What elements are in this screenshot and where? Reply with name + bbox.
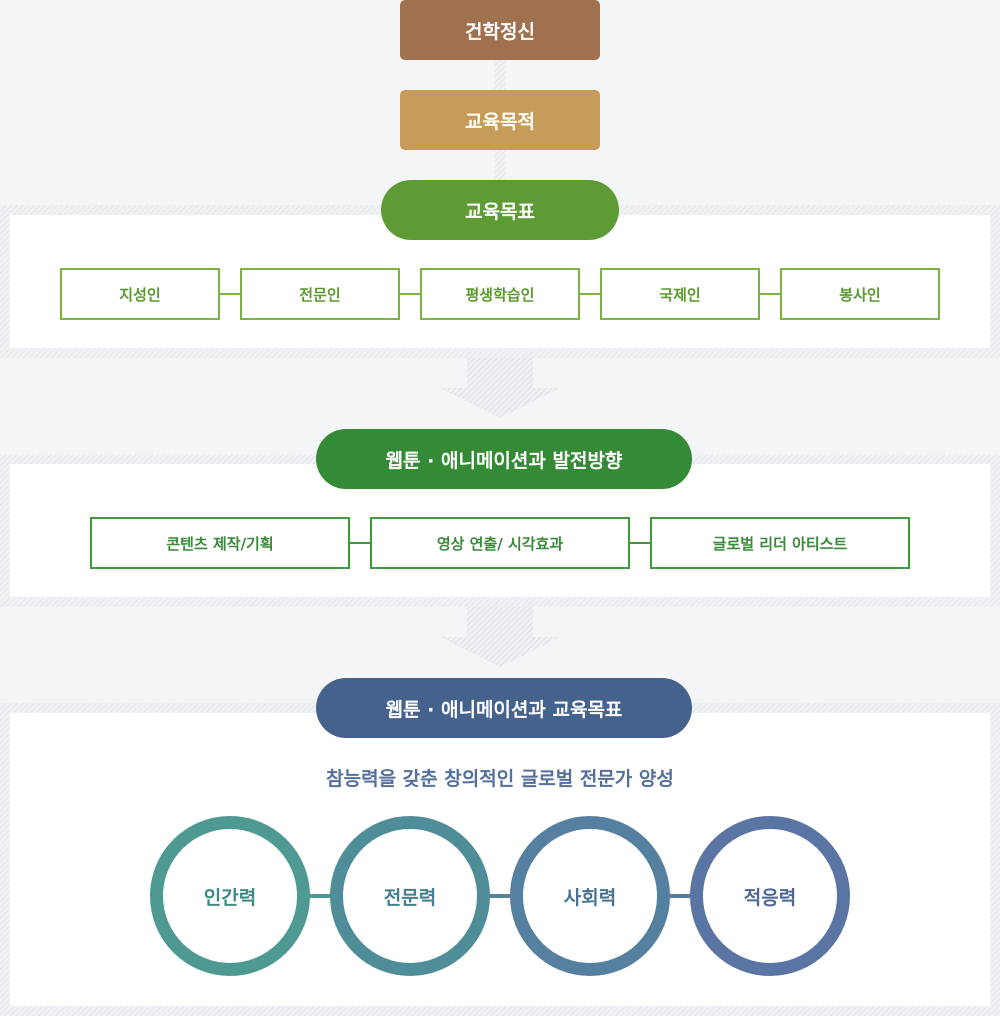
- competency-circle: 적응력: [690, 816, 850, 976]
- down-arrow-icon: [440, 358, 560, 418]
- goal-item: 봉사인: [780, 268, 940, 320]
- competency-label: 전문력: [383, 886, 437, 909]
- connector: [758, 293, 782, 295]
- competency-circle: 전문력: [330, 816, 490, 976]
- direction-item: 영상 연출/ 시각효과: [370, 517, 630, 569]
- connector-line: [494, 60, 506, 90]
- competency-circle: 사회력: [510, 816, 670, 976]
- down-arrow-icon: [440, 607, 560, 667]
- connector: [628, 542, 652, 544]
- connector: [665, 894, 695, 898]
- goal-item: 평생학습인: [420, 268, 580, 320]
- section3-title: 웹툰 · 애니메이션과 교육목표: [316, 678, 692, 738]
- competency-label: 사회력: [563, 886, 617, 909]
- section2-title: 웹툰 · 애니메이션과 발전방향: [316, 429, 692, 489]
- competency-label: 인간력: [203, 886, 257, 909]
- section3-body: [10, 713, 990, 1006]
- goal-item: 전문인: [240, 268, 400, 320]
- competency-circle: 인간력: [150, 816, 310, 976]
- goal-item: 지성인: [60, 268, 220, 320]
- goal-item: 국제인: [600, 268, 760, 320]
- founding-spirit-box: 건학정신: [400, 0, 600, 60]
- connector: [305, 894, 335, 898]
- edu-purpose-box: 교육목적: [400, 90, 600, 150]
- direction-item: 글로벌 리더 아티스트: [650, 517, 910, 569]
- connector: [348, 542, 372, 544]
- connector: [398, 293, 422, 295]
- connector: [578, 293, 602, 295]
- connector: [218, 293, 242, 295]
- direction-item: 콘텐츠 제작/기획: [90, 517, 350, 569]
- competency-label: 적응력: [743, 886, 797, 909]
- tagline: 참능력을 갖춘 창의적인 글로벌 전문가 양성: [326, 768, 674, 790]
- section1-title: 교육목표: [381, 180, 619, 240]
- connector: [485, 894, 515, 898]
